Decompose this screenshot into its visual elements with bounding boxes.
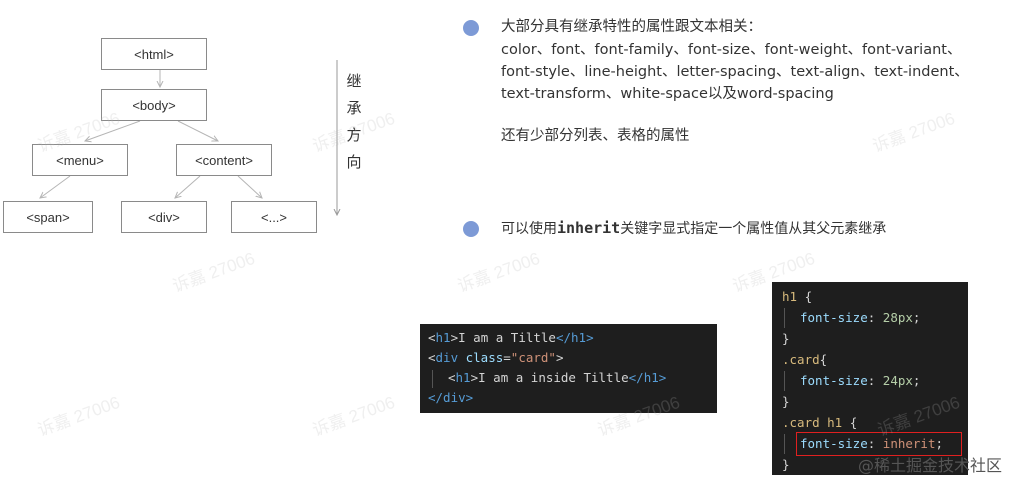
html-code-panel: <h1>I am a Tiltle</h1> <div class="card"… [420, 324, 717, 413]
bullet-dot-1 [463, 20, 479, 36]
indent-guide [784, 371, 785, 391]
html-code-line-1: <h1>I am a Tiltle</h1> [428, 330, 594, 345]
css-code-line-2: font-size: 28px; [800, 310, 921, 325]
html-code-line-4: </div> [428, 390, 474, 405]
edge-content-more [237, 175, 262, 198]
bullet-2-text: 可以使用inherit关键字显式指定一个属性值从其父元素继承 [501, 217, 971, 240]
inherit-highlight-box [796, 432, 962, 456]
tree-node-html: <html> [101, 38, 207, 70]
css-code-line-3: } [782, 331, 790, 346]
tree-node-div: <div> [121, 201, 207, 233]
indent-guide [784, 434, 785, 454]
html-code-line-3: <h1>I am a inside Tiltle</h1> [448, 370, 667, 385]
css-code-panel: h1 { font-size: 28px; } .card{ font-size… [772, 282, 968, 475]
tree-node-content: <content> [176, 144, 272, 176]
css-code-line-6: } [782, 394, 790, 409]
css-code-line-5: font-size: 24px; [800, 373, 921, 388]
bullet-2-prefix: 可以使用 [501, 221, 557, 237]
css-code-line-1: h1 { [782, 289, 813, 304]
css-code-line-7: .card h1 { [782, 415, 858, 430]
html-code-line-2: <div class="card"> [428, 350, 564, 365]
bullet-dot-2 [463, 221, 479, 237]
tree-node-body: <body> [101, 89, 207, 121]
indent-guide [432, 370, 433, 388]
css-code-line-8: font-size: inherit; [800, 436, 944, 451]
edge-body-content [177, 120, 218, 141]
tree-node-more: <...> [231, 201, 317, 233]
indent-guide [784, 308, 785, 328]
bullet-1-note: 还有少部分列表、表格的属性 [501, 128, 690, 144]
tree-node-menu: <menu> [32, 144, 128, 176]
bullet-1-heading: 大部分具有继承特性的属性跟文本相关： [501, 19, 762, 35]
inherit-keyword: inherit [557, 219, 621, 237]
css-code-line-4: .card{ [782, 352, 828, 367]
edge-menu-span [40, 175, 71, 198]
edge-content-div [175, 175, 201, 198]
source-credit: @稀土掘金技术社区 [857, 456, 1002, 475]
inheritance-direction-label: 继承方向 [346, 72, 362, 171]
bullet-1-body: color、font、font-family、font-size、font-we… [501, 42, 969, 102]
edge-body-menu [85, 120, 141, 141]
tree-node-span: <span> [3, 201, 93, 233]
bullet-2-suffix: 关键字显式指定一个属性值从其父元素继承 [620, 221, 887, 237]
css-code-line-9: } [782, 457, 790, 472]
